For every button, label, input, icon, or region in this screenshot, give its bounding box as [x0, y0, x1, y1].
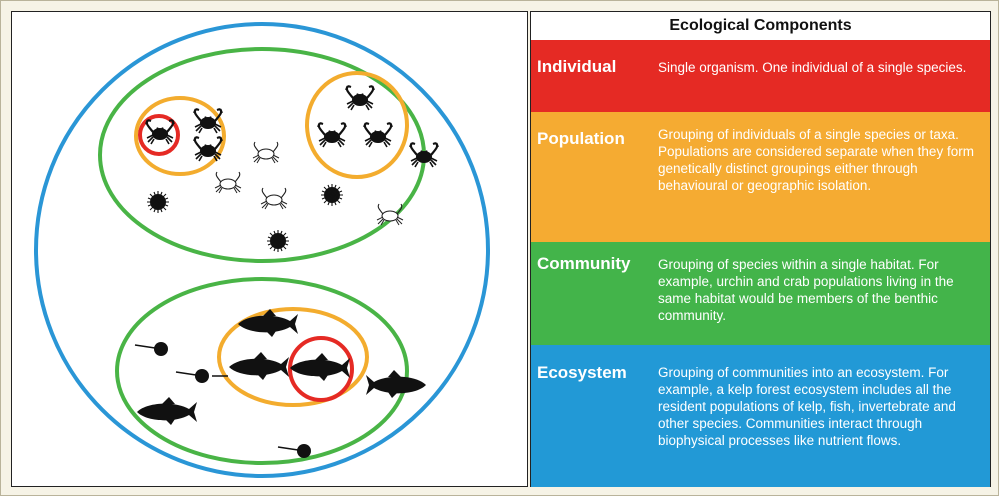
term-community: Community [537, 254, 631, 273]
medusa-icon [277, 443, 312, 459]
crab-icon [144, 118, 176, 146]
row-community: Community Grouping of species within a s… [531, 242, 990, 345]
diagram-panel [11, 11, 528, 487]
population-ring-crab-right [305, 71, 409, 179]
crab-icon [344, 84, 376, 112]
fish-icon [366, 370, 426, 398]
sea-urchin-icon [266, 229, 290, 253]
term-population: Population [537, 129, 625, 148]
sea-urchin-icon [146, 190, 170, 214]
fish-icon [238, 309, 298, 337]
fish-icon [229, 352, 289, 380]
description-population: Grouping of individuals of a single spec… [658, 127, 974, 193]
row-population: Population Grouping of individuals of a … [531, 112, 990, 242]
definitions-table: Ecological Components Individual Single … [530, 11, 991, 487]
description-community: Grouping of species within a single habi… [658, 257, 954, 323]
crab-icon [362, 121, 394, 149]
individual-ring-fish [288, 336, 354, 402]
medusa-icon [175, 368, 210, 384]
ecosystem-ring [34, 22, 490, 478]
description-ecosystem: Grouping of communities into an ecosyste… [658, 365, 956, 448]
fish-icon [290, 353, 350, 381]
row-ecosystem: Ecosystem Grouping of communities into a… [531, 345, 990, 487]
row-individual: Individual Single organism. One individu… [531, 40, 990, 112]
table-title: Ecological Components [669, 17, 852, 34]
crab-outline-icon [260, 187, 288, 210]
population-ring-crab-left [134, 96, 226, 176]
community-ring-fish [115, 277, 409, 465]
sea-urchin-icon [320, 183, 344, 207]
crab-icon [192, 135, 224, 163]
individual-ring-crab [138, 114, 180, 156]
term-individual: Individual [537, 57, 617, 76]
description-individual: Single organism. One individual of a sin… [658, 60, 967, 75]
fish-icon [137, 397, 197, 425]
population-ring-fish [217, 307, 369, 407]
nested-levels-diagram [34, 22, 490, 478]
medusa-icon [134, 341, 169, 357]
crab-icon [192, 107, 224, 135]
crab-outline-icon [252, 141, 280, 164]
crab-outline-icon [214, 171, 242, 194]
crab-icon [316, 121, 348, 149]
term-ecosystem: Ecosystem [537, 363, 627, 382]
